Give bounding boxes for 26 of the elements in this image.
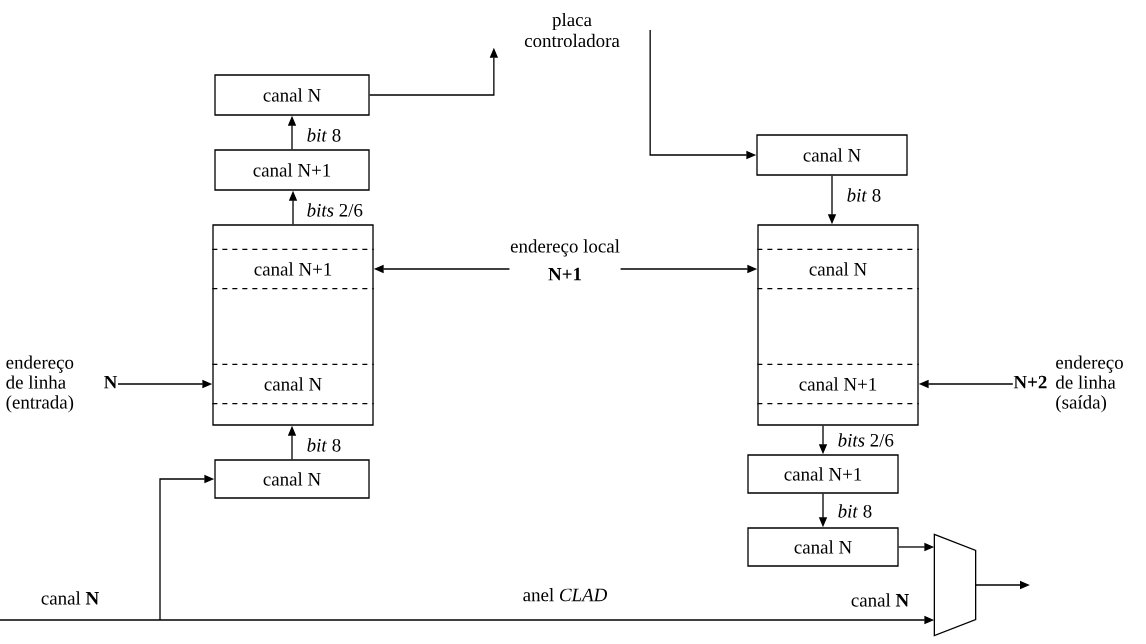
memory-slot: canal N [756,248,920,290]
register-box: canal N [756,134,908,176]
edge-label: bit 8 [845,187,883,203]
register-box: canal N+1 [214,149,370,191]
multiplexer-symbol [933,533,977,637]
bus-label: canal N [41,591,99,605]
address-label: endereço local N+1 [510,239,620,281]
memory-slot: canal N [211,363,375,405]
address-label: endereço de linha (entrada) N [6,355,118,413]
edge-label: bit 8 [836,503,874,519]
memory-box [757,224,919,426]
edge-label: bit 8 [305,437,343,453]
edge-label: anel CLAD [521,587,609,603]
register-box: canal N [214,459,370,499]
bus-label: canal N [851,593,909,607]
memory-slot: canal N+1 [211,248,375,290]
register-box: canal N [214,74,370,116]
register-box: canal N+1 [747,454,899,494]
text-label: placa controladora [524,12,620,48]
edge-label: bit 8 [305,127,343,143]
address-label: N+2 endereço de linha (saída) [1013,355,1123,413]
edge-label: bits 2/6 [305,202,364,218]
edge-label: bits 2/6 [836,432,895,448]
memory-box [212,224,374,426]
memory-slot: canal N+1 [756,363,920,405]
register-box: canal N [747,527,899,567]
